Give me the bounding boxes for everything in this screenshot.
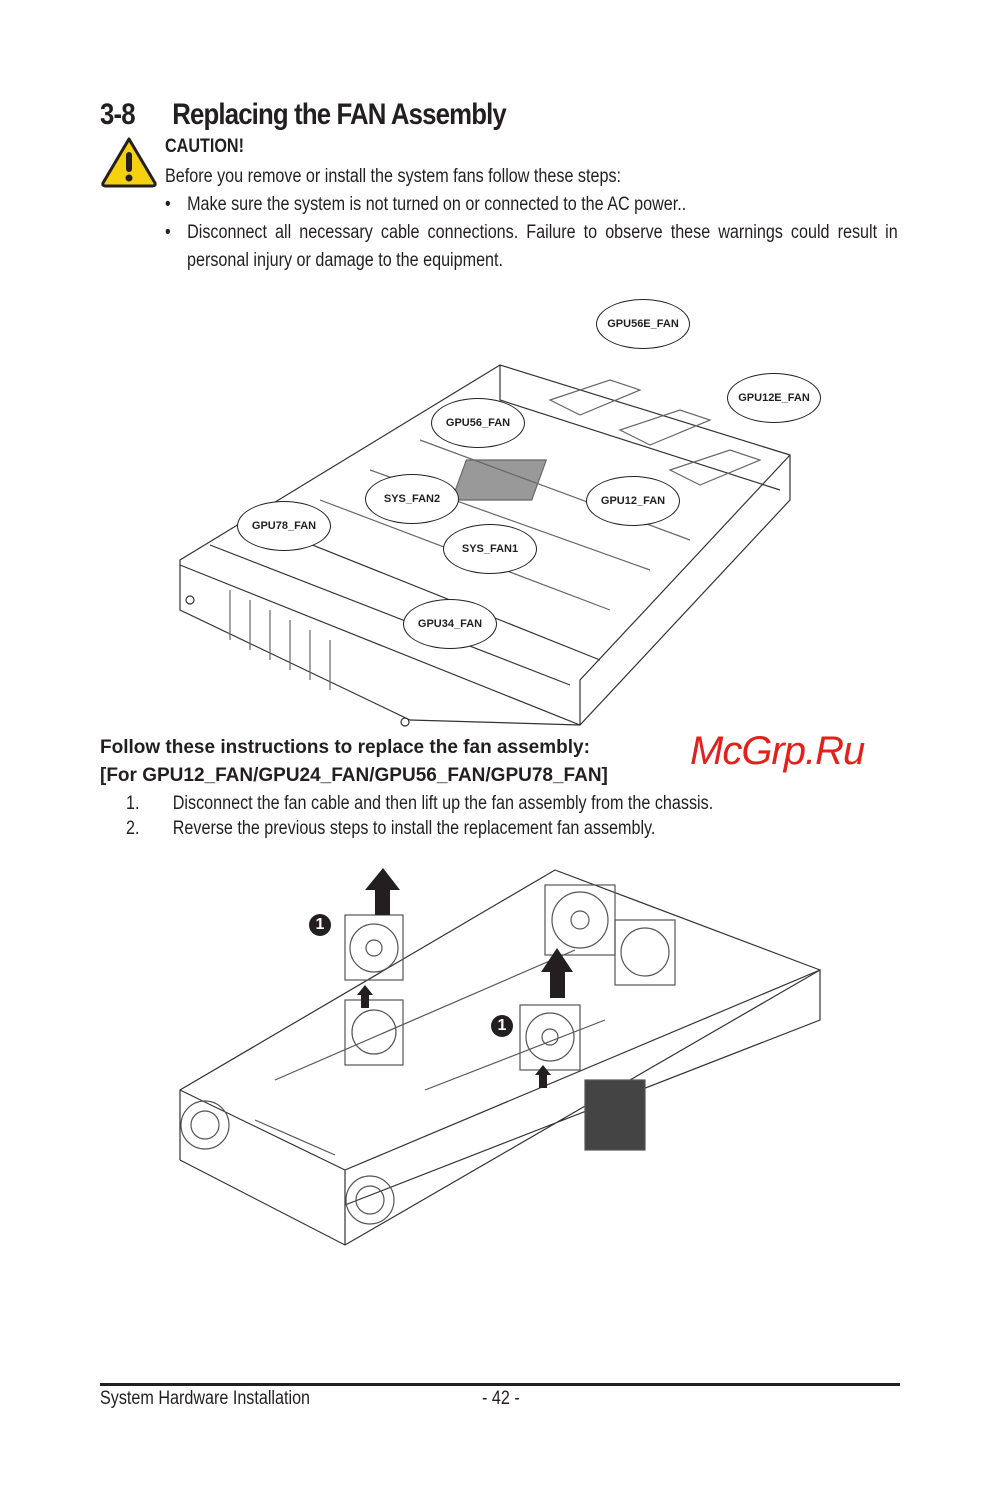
callout-gpu12-fan: GPU12_FAN bbox=[586, 476, 680, 526]
instructions-heading: Follow these instructions to replace the… bbox=[100, 737, 590, 758]
callout-gpu78-fan: GPU78_FAN bbox=[237, 501, 331, 551]
page-number: - 42 - bbox=[482, 1388, 520, 1409]
instructions-subheading: [For GPU12_FAN/GPU24_FAN/GPU56_FAN/GPU78… bbox=[100, 765, 608, 786]
caution-bullet: •Make sure the system is not turned on o… bbox=[165, 194, 687, 215]
fan-removal-illustration bbox=[179, 868, 821, 1246]
caution-warning-icon bbox=[101, 137, 157, 188]
watermark: McGrp.Ru bbox=[690, 729, 865, 773]
callout-gpu34-fan: GPU34_FAN bbox=[403, 599, 497, 649]
caution-bullet-continued: personal injury or damage to the equipme… bbox=[187, 250, 504, 271]
callout-sys-fan1: SYS_FAN1 bbox=[443, 524, 537, 574]
caution-intro: Before you remove or install the system … bbox=[165, 166, 622, 187]
step-item: 2.Reverse the previous steps to install … bbox=[126, 818, 656, 839]
step-item: 1.Disconnect the fan cable and then lift… bbox=[126, 793, 714, 814]
caution-bullet: •Disconnect all necessary cable connecti… bbox=[165, 222, 898, 243]
footer-section: System Hardware Installation bbox=[100, 1388, 311, 1409]
callout-sys-fan2: SYS_FAN2 bbox=[365, 474, 459, 524]
callout-gpu12e-fan: GPU12E_FAN bbox=[727, 373, 821, 423]
callout-gpu56e-fan: GPU56E_FAN bbox=[596, 299, 690, 349]
caution-heading: CAUTION! bbox=[165, 136, 244, 157]
footer-divider bbox=[100, 1383, 900, 1386]
step-marker-1: 1 bbox=[491, 1015, 513, 1037]
step-marker-1: 1 bbox=[309, 914, 331, 936]
callout-gpu56-fan: GPU56_FAN bbox=[431, 398, 525, 448]
